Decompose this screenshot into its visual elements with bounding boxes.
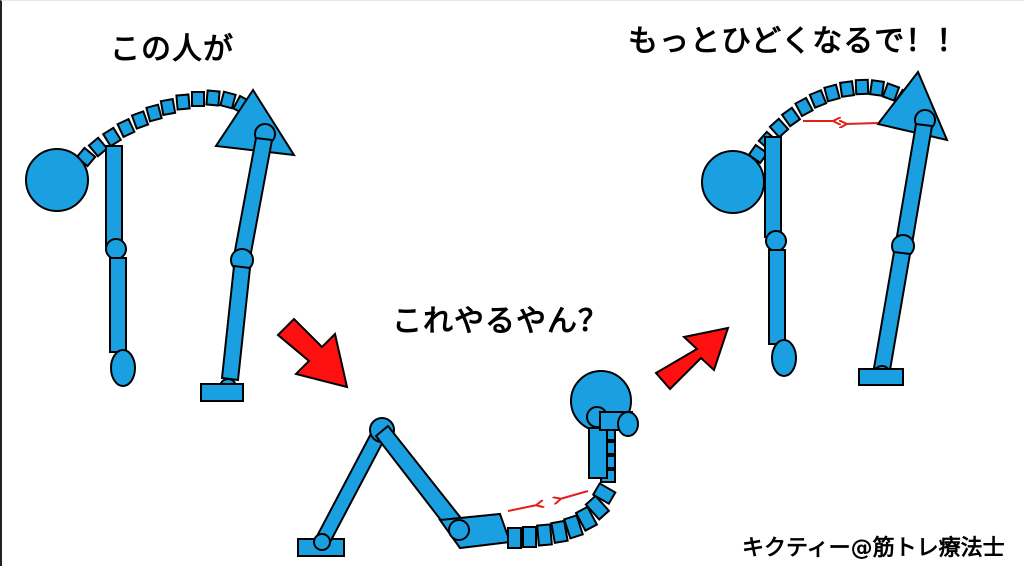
shin <box>220 264 252 382</box>
upper-arm <box>588 427 608 479</box>
tension-arrows <box>507 490 589 512</box>
caption-before: この人が <box>110 32 234 67</box>
spine-vertebrae <box>75 89 252 168</box>
caption-after: もっとひどくなるで！！ <box>628 24 968 59</box>
elbow-joint <box>765 230 787 252</box>
thigh <box>894 122 934 246</box>
tension-arrows <box>803 121 879 124</box>
caption-crunch: これやるやん？ <box>392 304 609 339</box>
forearm <box>768 249 786 345</box>
upper-arm <box>105 145 123 247</box>
forearm <box>109 257 127 353</box>
hip-joint <box>448 519 470 541</box>
figure-standing-before <box>25 88 296 402</box>
transition-arrow-up <box>654 326 730 391</box>
upper-arm <box>764 136 782 238</box>
hand <box>771 339 797 377</box>
foot <box>858 368 904 386</box>
hand <box>617 411 639 437</box>
thigh <box>232 136 274 260</box>
thigh <box>374 424 466 534</box>
pelvis <box>876 70 949 142</box>
transition-arrow-down <box>276 317 349 389</box>
hand <box>110 349 136 387</box>
elbow-joint <box>105 238 127 260</box>
figure-crunch <box>297 370 639 557</box>
ankle-joint <box>313 533 331 551</box>
foot <box>200 383 244 402</box>
head <box>701 150 765 214</box>
figure-standing-after <box>701 70 949 386</box>
shin <box>314 426 388 548</box>
author-credit: キクティー@筋トレ療法士 <box>742 536 1005 561</box>
shin <box>872 250 912 372</box>
head <box>25 148 89 212</box>
